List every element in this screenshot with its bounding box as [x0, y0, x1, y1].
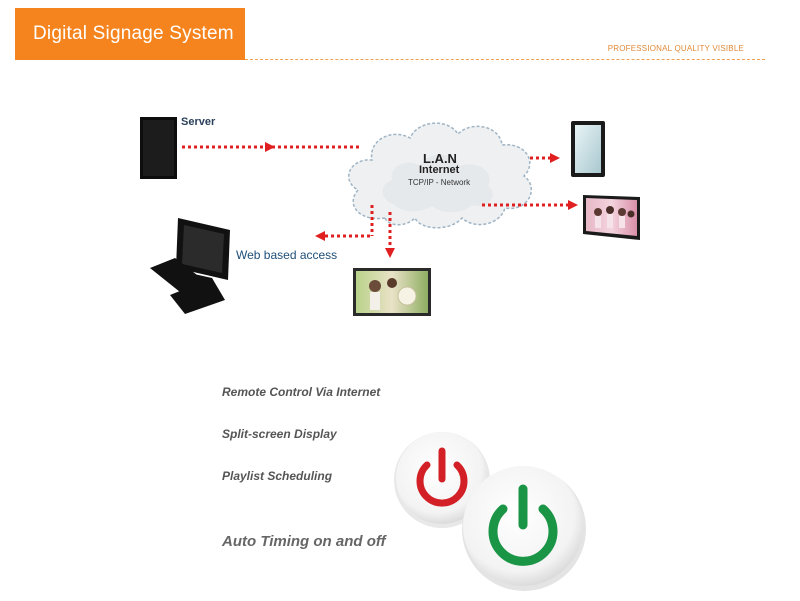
server-tower-icon — [140, 117, 177, 179]
tablet-display-icon — [571, 121, 605, 177]
cloud-internet-label: Internet — [419, 164, 460, 176]
feature-remote-control: Remote Control Via Internet — [222, 385, 381, 399]
cloud-computer-arrow — [315, 205, 374, 241]
header-underline — [15, 59, 245, 60]
feature-auto-timing: Auto Timing on and off — [222, 533, 386, 550]
cloud-wall-display-arrow — [482, 200, 578, 210]
feature-split-screen: Split-screen Display — [222, 427, 337, 441]
header-tagline: PROFESSIONAL QUALITY VISIBLE — [607, 44, 744, 53]
header-divider — [245, 59, 765, 60]
cloud-lan-label: L.A.N — [423, 151, 457, 166]
cloud-tcp-label: TCP/IP - Network — [408, 178, 471, 187]
power-buttons — [394, 432, 586, 591]
wall-display-icon — [583, 195, 640, 240]
screen-display-icon — [353, 268, 431, 316]
power-on-icon — [462, 466, 586, 591]
power-off-icon — [394, 432, 490, 528]
server-cloud-arrow — [182, 142, 362, 152]
network-diagram — [140, 117, 640, 316]
cloud-tablet-arrow — [530, 153, 560, 163]
header-title: Digital Signage System — [15, 8, 245, 60]
web-access-label: Web based access — [236, 248, 338, 262]
server-label: Server — [181, 116, 216, 128]
desktop-computer-icon — [150, 218, 230, 314]
cloud-screen-arrow — [385, 212, 395, 258]
feature-playlist: Playlist Scheduling — [222, 469, 333, 483]
cloud-network-icon — [347, 122, 533, 229]
